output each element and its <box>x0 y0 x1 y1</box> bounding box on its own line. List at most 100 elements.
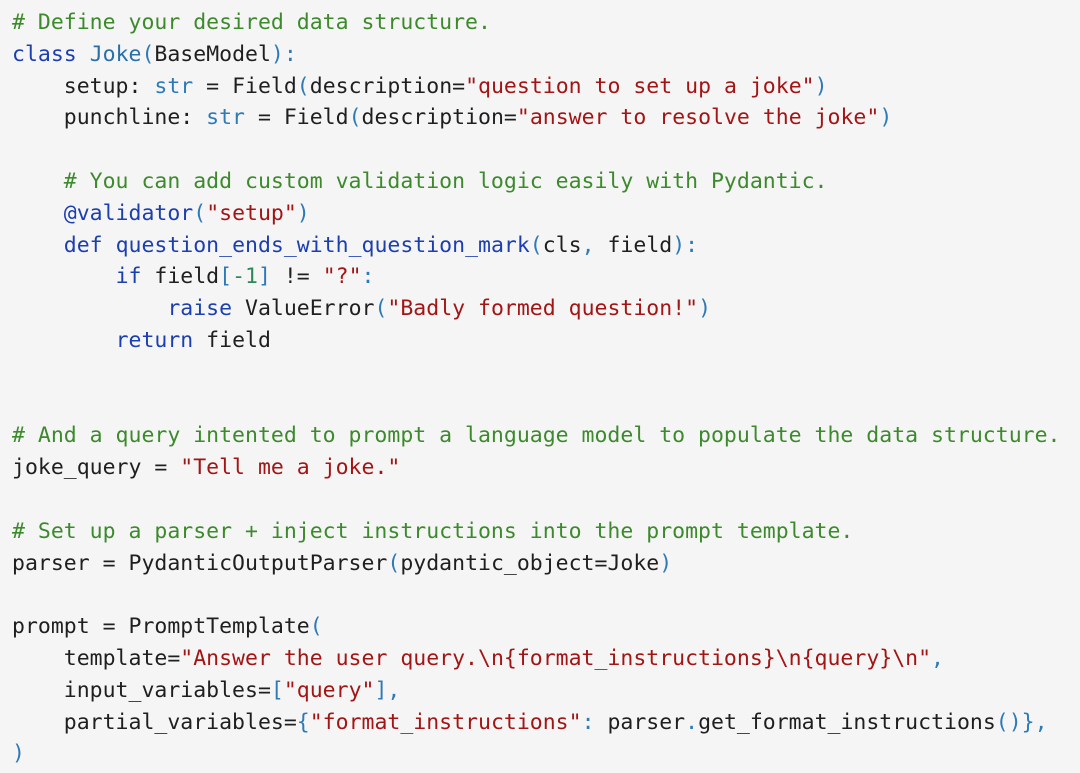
code-token-text: != <box>270 264 323 290</box>
code-lines: # Define your desired data structure. cla… <box>12 7 1080 770</box>
code-token-comment: # And a query intented to prompt a langu… <box>12 423 1061 449</box>
code-line: prompt = PromptTemplate( <box>12 611 1080 643</box>
code-token-string: "Tell me a joke." <box>180 455 401 481</box>
code-token-punct: { <box>296 709 310 735</box>
code-line: parser = PydanticOutputParser(pydantic_o… <box>12 548 1080 580</box>
code-token-text: cls <box>542 232 582 258</box>
code-line <box>12 484 1080 516</box>
code-line: def question_ends_with_question_mark(cls… <box>12 230 1080 262</box>
code-line: partial_variables={"format_instructions"… <box>12 707 1080 739</box>
code-line: @validator("setup") <box>12 198 1080 230</box>
code-line <box>12 579 1080 611</box>
code-token-builtin: str <box>154 73 194 99</box>
code-token-text <box>12 169 64 194</box>
code-token-punct: ) <box>296 200 310 226</box>
code-token-text: punchline: <box>12 105 207 131</box>
code-token-punct: ) <box>698 296 712 322</box>
code-token-punct: ( <box>387 550 401 576</box>
code-token-keyword: return <box>115 327 194 353</box>
code-token-punct: ( <box>309 614 323 640</box>
code-token-keyword: class <box>12 41 77 67</box>
code-token-punct: ( <box>374 296 388 322</box>
code-token-text: description= <box>361 105 517 131</box>
code-token-punct: : <box>581 709 595 735</box>
code-line: input_variables=["query"], <box>12 675 1080 707</box>
code-line: class Joke(BaseModel): <box>12 39 1080 71</box>
code-token-text: field <box>141 264 220 290</box>
code-token-text: partial_variables= <box>12 709 297 735</box>
code-token-text: field <box>594 232 673 258</box>
code-token-text <box>12 233 64 258</box>
code-token-punct: ] <box>257 264 271 290</box>
code-token-text <box>12 264 116 289</box>
code-line: joke_query = "Tell me a joke." <box>12 452 1080 484</box>
code-token-text: ValueError <box>232 296 375 322</box>
code-token-text: get_format_instructions <box>698 709 996 735</box>
code-token-punct: ) <box>12 741 25 767</box>
code-token-string: "Answer the user query.\n{format_instruc… <box>180 645 932 671</box>
code-token-text: input_variables= <box>12 677 271 703</box>
code-token-text <box>12 201 64 226</box>
code-token-string: "answer to resolve the joke" <box>516 105 880 131</box>
code-token-punct: ()}, <box>995 709 1048 735</box>
code-line <box>12 134 1080 166</box>
code-token-punct: , <box>931 645 944 671</box>
code-token-text: setup: <box>12 73 155 99</box>
code-token-punct: ) <box>879 105 893 131</box>
code-line: return field <box>12 325 1080 357</box>
code-token-comment: # You can add custom validation logic ea… <box>63 168 828 194</box>
code-token-text: pydantic_object=Joke <box>400 550 660 576</box>
code-token-string: "?" <box>322 264 362 290</box>
code-token-punct: ( <box>529 232 543 258</box>
code-token-punct: ( <box>348 105 362 131</box>
code-token-string: "query" <box>283 677 375 703</box>
code-token-class: Joke <box>89 41 142 67</box>
code-token-string: "question to set up a joke" <box>465 73 815 99</box>
code-line: # Set up a parser + inject instructions … <box>12 516 1080 548</box>
code-token-string: "setup" <box>206 200 297 226</box>
code-token-text <box>12 328 116 353</box>
code-token-string: "Badly formed question!" <box>387 296 699 322</box>
code-token-text <box>77 42 90 67</box>
code-token-text: BaseModel <box>154 41 271 67</box>
code-token-number: -1 <box>232 264 258 290</box>
code-token-string: "format_instructions" <box>309 709 582 735</box>
code-token-punct: ) <box>659 550 673 576</box>
code-line: ) <box>12 738 1080 770</box>
code-token-comment: # Define your desired data structure. <box>12 10 491 35</box>
code-token-keyword: raise <box>167 296 233 322</box>
code-token-punct: ( <box>193 200 207 226</box>
code-token-comment: # Set up a parser + inject instructions … <box>12 518 854 544</box>
code-token-func: question_ends_with_question_mark <box>115 232 530 258</box>
code-token-punct: ): <box>270 41 297 67</box>
code-token-text: joke_query = <box>12 455 181 481</box>
code-token-text: parser <box>594 709 686 735</box>
code-line: template="Answer the user query.\n{forma… <box>12 643 1080 675</box>
code-token-punct: , <box>581 232 595 258</box>
code-token-text: field <box>193 327 271 353</box>
code-line: if field[-1] != "?": <box>12 261 1080 293</box>
code-token-punct: ) <box>814 73 828 99</box>
code-line: punchline: str = Field(description="answ… <box>12 102 1080 134</box>
code-line: # You can add custom validation logic ea… <box>12 166 1080 198</box>
code-token-text <box>12 296 167 321</box>
code-token-punct: [ <box>219 264 233 290</box>
code-token-text: = Field <box>193 73 297 99</box>
code-token-text: description= <box>309 73 466 99</box>
code-token-text: parser = PydanticOutputParser <box>12 550 388 576</box>
code-token-text: template= <box>12 645 181 671</box>
code-token-deco: @validator <box>63 200 194 226</box>
code-token-punct: : <box>361 264 375 290</box>
code-token-punct: ): <box>672 232 699 258</box>
code-line: # Define your desired data structure. <box>12 7 1080 39</box>
code-line: raise ValueError("Badly formed question!… <box>12 293 1080 325</box>
code-token-punct: . <box>685 709 699 735</box>
code-line: setup: str = Field(description="question… <box>12 71 1080 103</box>
code-token-punct: [ <box>270 677 284 703</box>
code-token-text <box>103 233 116 258</box>
code-line: # And a query intented to prompt a langu… <box>12 420 1080 452</box>
code-token-punct: ], <box>374 677 401 703</box>
code-line <box>12 357 1080 389</box>
code-line <box>12 389 1080 421</box>
